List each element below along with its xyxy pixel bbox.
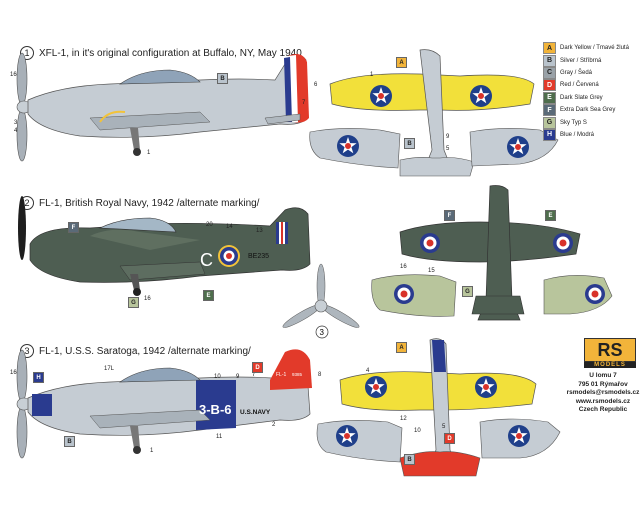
legend-swatch-f: F: [543, 104, 556, 117]
legend-row-a: A Dark Yellow / Tmavé žlutá: [543, 42, 629, 55]
callout-p1-3: 3: [14, 120, 18, 126]
callout-p3-1: 1: [150, 448, 154, 454]
address-line-2: 795 01 Rýmařov: [578, 380, 628, 388]
address-line-1: U lomu 7: [589, 372, 617, 379]
badge-p2-f: F: [68, 222, 79, 233]
brand-web: www.rsmodels.cz: [575, 397, 631, 405]
top-view-2: [371, 185, 613, 321]
navy-code: 3-B-6: [199, 402, 232, 417]
profile-2-side-view: C BE235: [18, 196, 311, 296]
callout-top2-15: 15: [428, 268, 435, 274]
legend-swatch-g: G: [543, 116, 556, 129]
legend-row-h: H Blue / Modrá: [543, 128, 629, 141]
brand-email: rsmodels@rsmodels.cz: [566, 389, 640, 396]
callout-p1-1: 1: [147, 150, 151, 156]
propeller-label: 3: [315, 325, 329, 339]
callout-p3-7: 7: [252, 372, 256, 378]
callout-p1-16: 16: [10, 72, 17, 78]
rs-logo-sub: MODELS: [584, 362, 636, 368]
badge-p2-g: G: [128, 297, 139, 308]
callout-top1-5: 5: [446, 146, 450, 152]
legend-row-c: C Gray / Šedá: [543, 66, 629, 79]
legend-row-g: G Sky Typ S: [543, 116, 629, 129]
badge-top3-a: A: [396, 342, 407, 353]
legend-swatch-c: C: [543, 66, 556, 79]
fin-code: FL-1: [276, 372, 287, 378]
legend-label-f: Extra Dark Sea Grey: [560, 107, 616, 114]
legend-swatch-a: A: [543, 42, 556, 55]
legend-label-h: Blue / Modrá: [560, 131, 595, 138]
british-serial: BE235: [248, 253, 269, 260]
callout-p3-17l: 17L: [104, 366, 115, 372]
callout-p2-16: 16: [144, 296, 151, 302]
propeller-front-view: [282, 263, 360, 328]
badge-p3-b: B: [64, 436, 75, 447]
top-view-1: [309, 49, 559, 177]
navy-text: U.S.NAVY: [240, 409, 271, 416]
british-letter-c: C: [200, 250, 213, 270]
callout-p3-8: 8: [318, 372, 322, 378]
callout-p3-10: 10: [214, 374, 221, 380]
legend-label-e: Dark Slate Grey: [560, 94, 603, 101]
badge-top3-b: B: [404, 454, 415, 465]
callout-p3-11: 11: [216, 434, 223, 440]
badge-top1-b: B: [404, 138, 415, 149]
propeller-label-text: 3: [320, 328, 325, 337]
legend-label-g: Sky Typ S: [560, 119, 587, 126]
badge-p3-d: D: [252, 362, 263, 373]
callout-p3-2: 2: [272, 422, 276, 428]
fin-serial: 9385: [292, 372, 303, 377]
badge-p1-b: B: [217, 73, 228, 84]
callout-p2-20: 20: [206, 222, 213, 228]
profile-2-title: FL-1, British Royal Navy, 1942 /alternat…: [39, 197, 260, 209]
callout-top3-10: 10: [414, 428, 421, 434]
callout-top3-5: 5: [442, 424, 446, 430]
legend-swatch-d: D: [543, 79, 556, 92]
callout-p1-4: 4: [14, 128, 18, 134]
badge-top2-e: E: [545, 210, 556, 221]
callout-p1-7: 7: [302, 100, 306, 106]
legend-label-c: Gray / Šedá: [560, 69, 593, 76]
legend-label-d: Red / Červená: [560, 82, 599, 89]
profile-1-caption: 1 XFL-1, in it's original configuration …: [20, 46, 302, 60]
legend-row-b: B Silver / Stříbrná: [543, 54, 629, 67]
profile-1-number: 1: [20, 46, 34, 60]
legend-label-b: Silver / Stříbrná: [560, 57, 602, 64]
profile-3-title: FL-1, U.S.S. Saratoga, 1942 /alternate m…: [39, 345, 251, 357]
callout-p1-6: 6: [314, 82, 318, 88]
brand-country: Czech Republic: [578, 406, 628, 413]
profile-3-side-view: 3-B-6 U.S.NAVY FL-1 9385: [16, 349, 312, 459]
callout-p3-16: 16: [10, 370, 17, 376]
rs-models-logo: RS MODELS: [584, 338, 636, 370]
callout-p2-14: 14: [226, 224, 233, 230]
badge-top2-g: G: [462, 286, 473, 297]
callout-p2-13: 13: [256, 228, 263, 234]
badge-p2-e: E: [203, 290, 214, 301]
legend-row-f: F Extra Dark Sea Grey: [543, 104, 629, 117]
legend-row-d: D Red / Červená: [543, 79, 629, 92]
legend-swatch-e: E: [543, 91, 556, 104]
legend-label-a: Dark Yellow / Tmavé žlutá: [560, 45, 629, 52]
callout-top1-9: 9: [446, 134, 450, 140]
rs-logo-text: RS: [584, 338, 636, 362]
callout-top1-1: 1: [370, 72, 374, 78]
legend-row-e: E Dark Slate Grey: [543, 91, 629, 104]
callout-p3-9: 9: [236, 374, 240, 380]
brand-address: U lomu 7 795 01 Rýmařov rsmodels@rsmodel…: [566, 372, 640, 415]
callout-top3-4: 4: [366, 368, 370, 374]
legend-swatch-b: B: [543, 54, 556, 67]
callout-top3-12: 12: [400, 416, 407, 422]
badge-top1-a: A: [396, 57, 407, 68]
color-legend: A Dark Yellow / Tmavé žlutá B Silver / S…: [543, 42, 629, 141]
badge-top2-f: F: [444, 210, 455, 221]
callout-top2-16: 16: [400, 264, 407, 270]
badge-p3-h: H: [33, 372, 44, 383]
top-view-3: [316, 338, 561, 477]
profile-1-side-view: [16, 52, 309, 162]
legend-swatch-h: H: [543, 128, 556, 141]
profile-1-title: XFL-1, in it's original configuration at…: [39, 47, 302, 59]
badge-top3-d: D: [444, 433, 455, 444]
